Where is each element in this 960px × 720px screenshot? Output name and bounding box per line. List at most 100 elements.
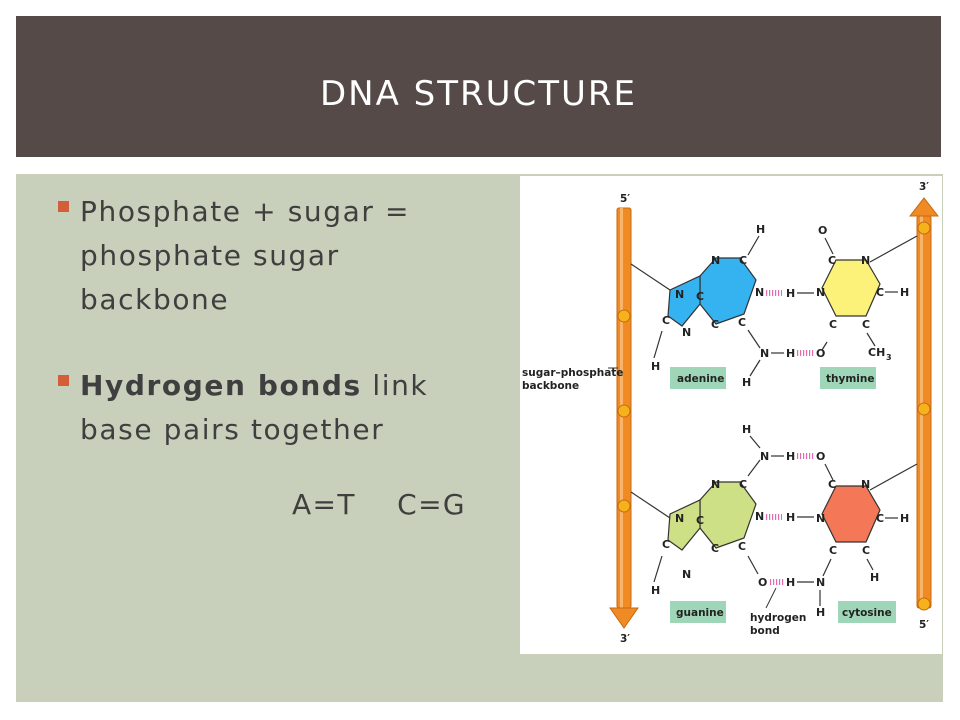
svg-text:H: H [786, 511, 795, 524]
backbone-node [617, 404, 631, 418]
hbond-label-pointer [765, 587, 777, 609]
svg-text:H: H [786, 347, 795, 360]
arrow-up-icon [908, 197, 940, 217]
svg-text:C: C [829, 544, 837, 557]
bullet-text: Hydrogen bonds link base pairs together [80, 364, 488, 452]
svg-text:C: C [829, 318, 837, 331]
adenine-molecule: N C N C C C N C N H H N H [651, 223, 769, 389]
backbone-node [917, 402, 931, 416]
svg-text:C: C [662, 314, 670, 327]
backbone-label-line1: sugar–phosphate [522, 367, 623, 379]
strand-end-label-right-bottom: 5′ [919, 619, 929, 631]
svg-text:C: C [696, 290, 704, 303]
hbond-label-line1: hydrogen [750, 612, 806, 624]
glycosidic-bond [869, 235, 918, 263]
cytosine-molecule: C N C C C N O H H N H [816, 450, 909, 619]
svg-text:H: H [816, 606, 825, 619]
svg-text:C: C [876, 286, 884, 299]
dna-diagram: 5′ 3′ 3′ 5′ sugar–phosphate backbone N C… [520, 176, 942, 654]
adenine-label: adenine [677, 373, 724, 385]
guanine-label: guanine [676, 607, 724, 619]
backbone-node [617, 309, 631, 323]
svg-text:C: C [738, 316, 746, 329]
svg-text:H: H [786, 450, 795, 463]
hydrogen-bonds-gc: H H H [766, 450, 814, 589]
svg-text:C: C [696, 514, 704, 527]
svg-text:C: C [711, 318, 719, 331]
svg-text:N: N [711, 478, 720, 491]
dna-diagram-svg: 5′ 3′ 3′ 5′ sugar–phosphate backbone N C… [522, 181, 940, 645]
svg-text:N: N [675, 288, 684, 301]
hbond-label-line2: bond [750, 625, 780, 637]
svg-text:H: H [651, 360, 660, 373]
svg-text:N: N [816, 576, 825, 589]
bullet-item-hydrogen-bonds: Hydrogen bonds link base pairs together [58, 364, 488, 452]
svg-text:N: N [816, 286, 825, 299]
svg-text:N: N [675, 512, 684, 525]
glycosidic-bond [630, 263, 671, 291]
backbone-node [617, 499, 631, 513]
svg-text:H: H [651, 584, 660, 597]
svg-text:N: N [760, 450, 769, 463]
glycosidic-bond [869, 463, 918, 491]
backbone-node [917, 597, 931, 611]
left-backbone-strand [609, 207, 639, 629]
svg-text:H: H [756, 223, 765, 236]
bullet-bold-text: Hydrogen bonds [80, 369, 362, 402]
svg-text:C: C [711, 542, 719, 555]
svg-text:H: H [742, 376, 751, 389]
hydrogen-bonds-at: H H [766, 287, 814, 360]
slide-title: DNA STRUCTURE [319, 73, 638, 114]
svg-text:CH: CH [868, 346, 885, 359]
svg-text:C: C [876, 512, 884, 525]
svg-text:C: C [862, 318, 870, 331]
svg-text:N: N [711, 254, 720, 267]
svg-text:N: N [861, 478, 870, 491]
svg-text:N: N [682, 568, 691, 581]
svg-text:N: N [755, 286, 764, 299]
svg-text:H: H [870, 571, 879, 584]
svg-text:3: 3 [886, 353, 892, 362]
svg-text:C: C [862, 544, 870, 557]
bullet-marker [58, 201, 69, 212]
backbone-label-line2: backbone [522, 380, 579, 392]
backbone-node [917, 221, 931, 235]
adenine-label-box [670, 367, 726, 389]
svg-text:C: C [738, 540, 746, 553]
bullet-item-backbone: Phosphate + sugar = phosphate sugar back… [58, 190, 488, 322]
right-backbone-strand [908, 197, 940, 611]
title-bar: DNA STRUCTURE [16, 16, 941, 157]
thymine-label-box [820, 367, 876, 389]
bullet-rest-text: link base pairs together [80, 369, 429, 446]
svg-text:N: N [760, 347, 769, 360]
glycosidic-bond [630, 491, 671, 519]
svg-text:H: H [786, 287, 795, 300]
svg-text:N: N [755, 510, 764, 523]
svg-text:O: O [816, 450, 825, 463]
guanine-label-box [670, 601, 726, 623]
svg-text:C: C [828, 478, 836, 491]
guanine-molecule: N C N C C C N C N H N H O [651, 423, 769, 597]
arrow-down-icon [609, 607, 639, 629]
svg-text:N: N [861, 254, 870, 267]
svg-text:N: N [816, 512, 825, 525]
thymine-label: thymine [826, 373, 874, 385]
bullet-marker [58, 375, 69, 386]
svg-text:C: C [828, 254, 836, 267]
svg-text:C: C [662, 538, 670, 551]
svg-text:H: H [786, 576, 795, 589]
svg-text:C: C [739, 254, 747, 267]
svg-text:N: N [682, 326, 691, 339]
strand-end-label-right-top: 3′ [919, 181, 929, 193]
svg-text:O: O [816, 347, 825, 360]
cytosine-label: cytosine [842, 607, 892, 619]
strand-end-label-left-bottom: 3′ [620, 633, 630, 645]
svg-text:H: H [900, 286, 909, 299]
bullet-list: Phosphate + sugar = phosphate sugar back… [58, 190, 488, 494]
base-pair-rule: A=T C=G [292, 488, 467, 521]
thymine-molecule: C N C C C N O H CH 3 O [816, 224, 909, 362]
strand-end-label-left-top: 5′ [620, 193, 630, 205]
bullet-text: Phosphate + sugar = phosphate sugar back… [80, 190, 488, 322]
svg-text:O: O [758, 576, 767, 589]
bullet-rest-text: Phosphate + sugar = phosphate sugar back… [80, 195, 411, 316]
